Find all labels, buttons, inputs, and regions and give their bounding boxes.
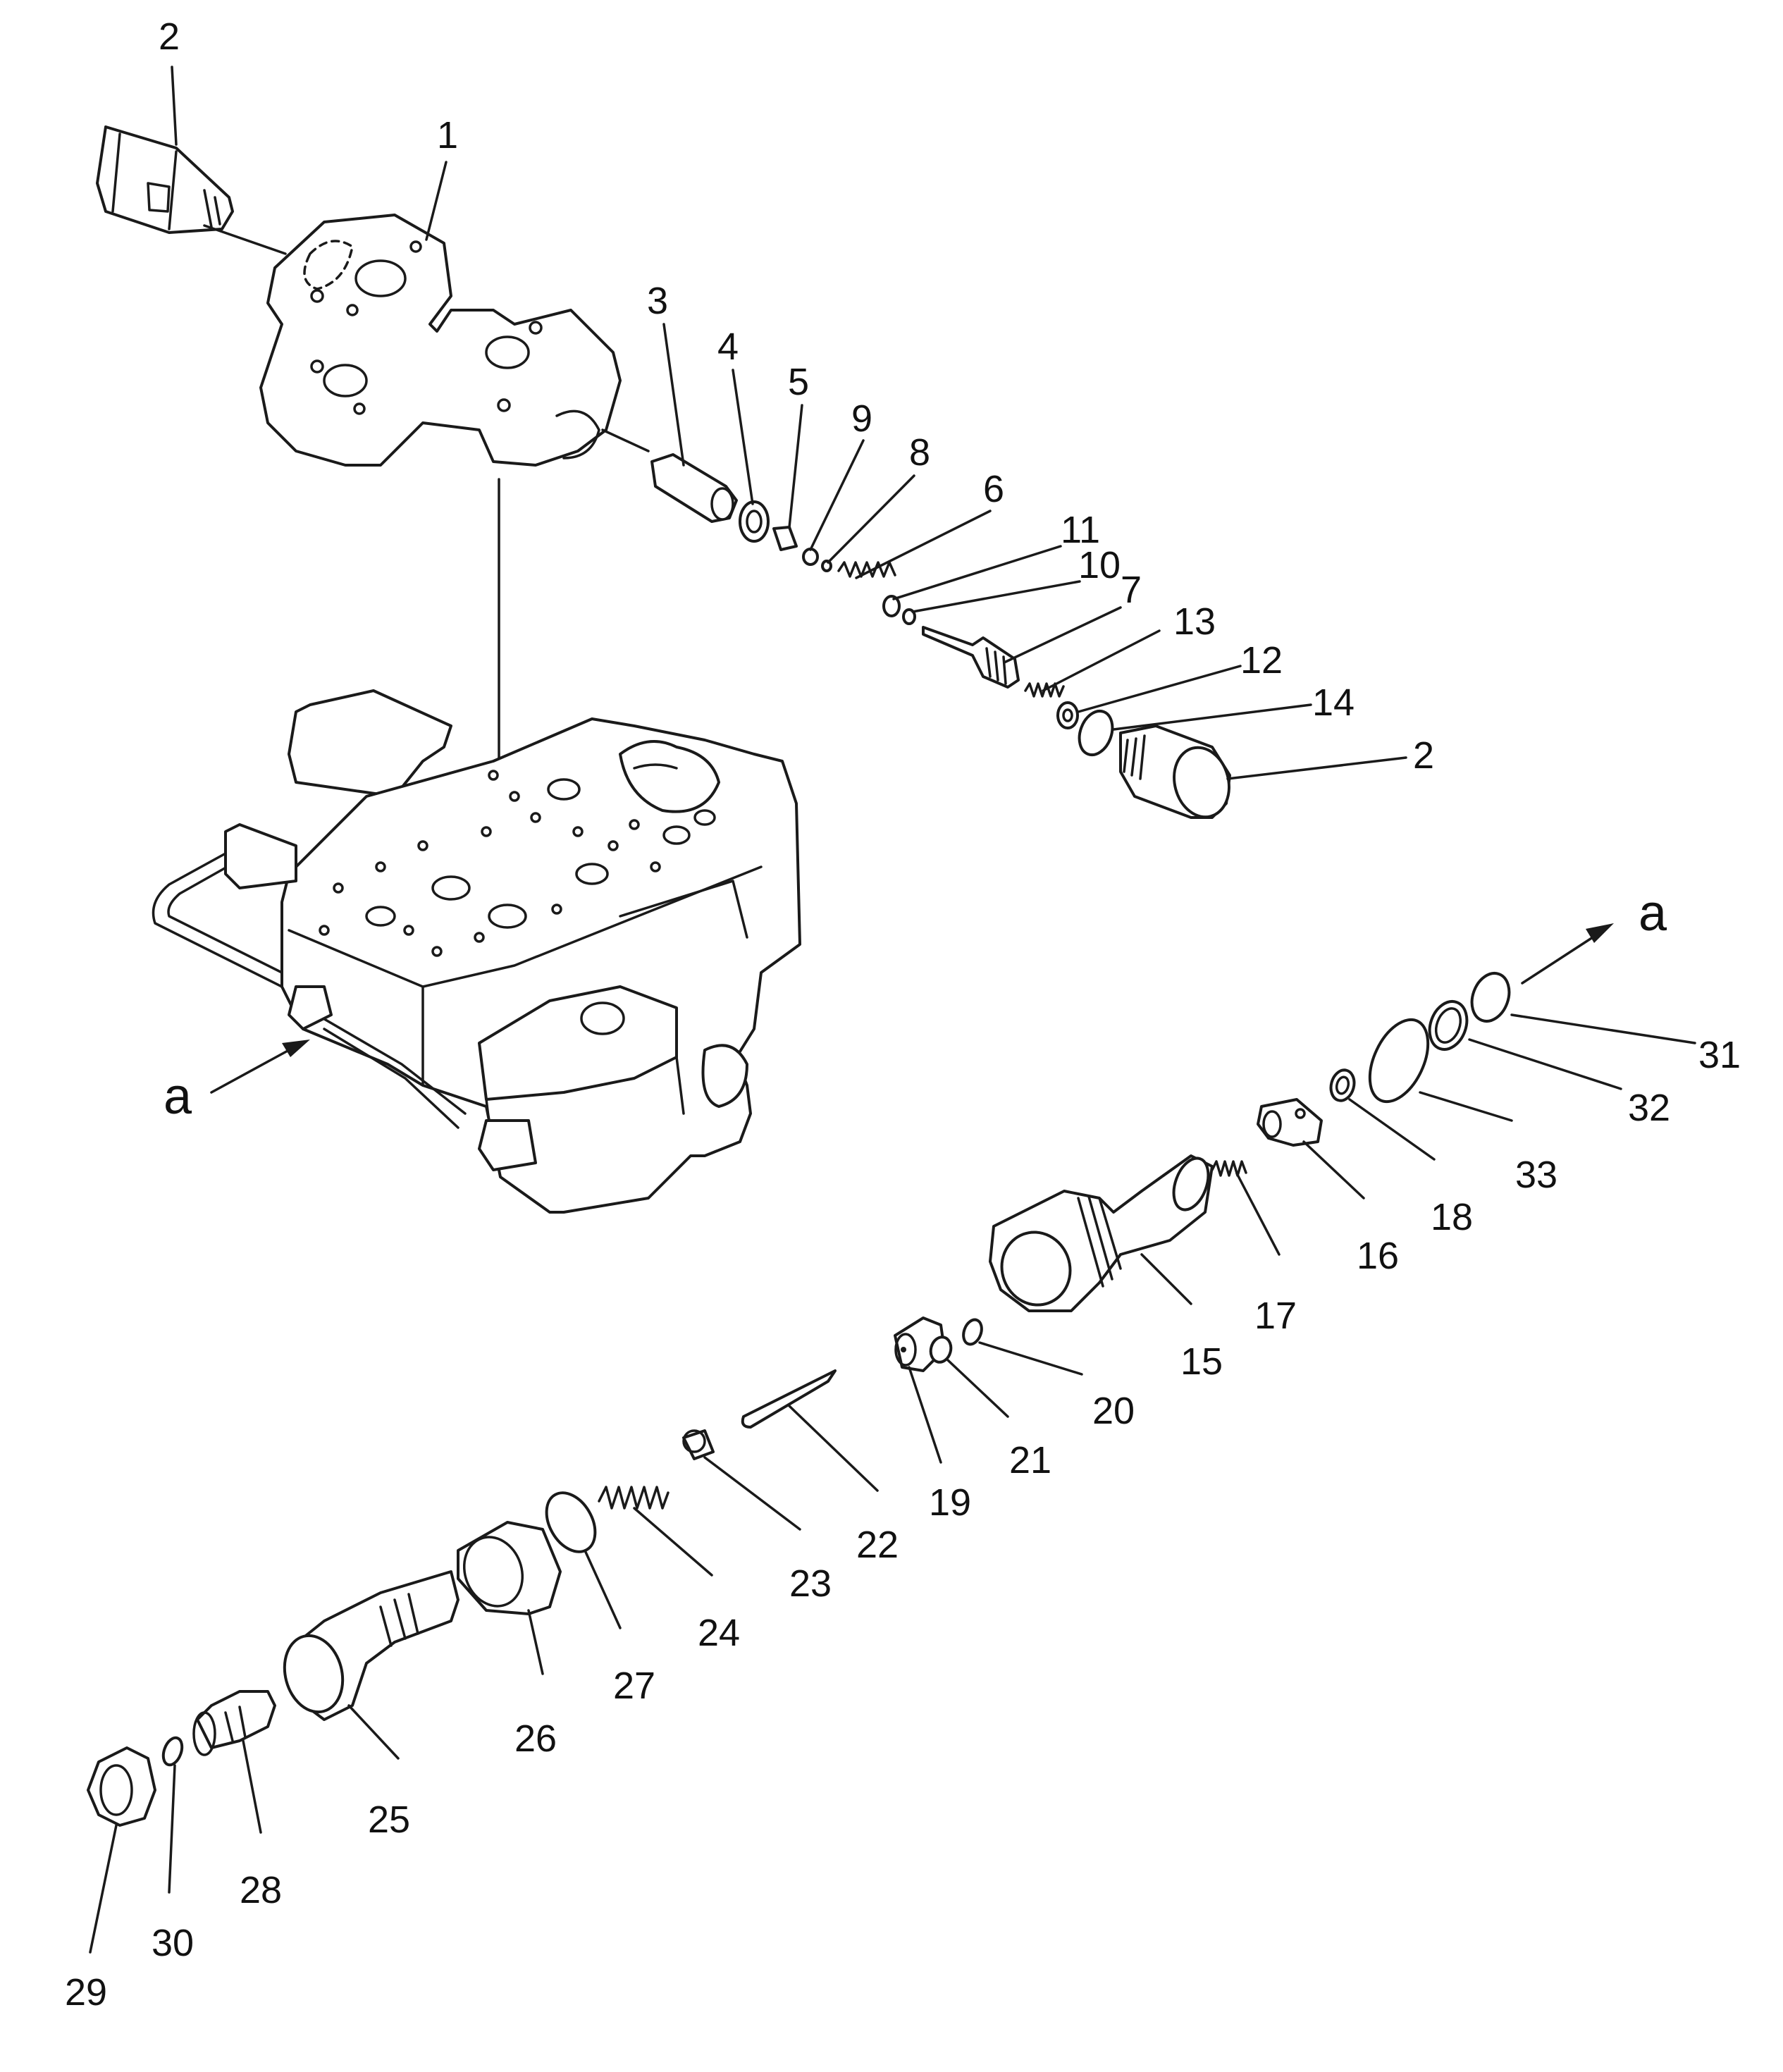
callout-19: 19 (929, 1481, 971, 1524)
callout-2-top: 2 (159, 16, 180, 58)
part-11-washer (882, 595, 901, 617)
part-21-washer (929, 1336, 953, 1364)
callout-26: 26 (514, 1718, 557, 1760)
callout-20: 20 (1092, 1390, 1135, 1432)
part-27-oring (545, 1491, 597, 1553)
part-22-pin (741, 1369, 837, 1429)
callout-7: 7 (1121, 569, 1142, 611)
callout-12: 12 (1240, 639, 1283, 682)
part-3-spool (650, 453, 738, 523)
part-5-bushing (772, 526, 798, 551)
callout-24: 24 (698, 1612, 740, 1654)
callout-13: 13 (1173, 600, 1216, 643)
callout-32: 32 (1628, 1087, 1670, 1129)
callout-3: 3 (647, 280, 668, 322)
part-24-spring (598, 1486, 670, 1510)
callout-30: 30 (152, 1922, 194, 1964)
callout-9: 9 (851, 397, 872, 440)
part-12-washer (1056, 701, 1079, 729)
part-29-cap-nut (87, 1746, 156, 1827)
part-16-poppet (1257, 1098, 1323, 1147)
callout-29: 29 (65, 1971, 107, 2014)
callout-28: 28 (240, 1869, 282, 1911)
part-4-washer (739, 500, 770, 543)
part-2-plug-right (1119, 724, 1231, 819)
callout-14: 14 (1312, 682, 1355, 724)
callout-33: 33 (1515, 1154, 1557, 1196)
part-25-adjuster-body (283, 1570, 459, 1721)
part-20-oring (962, 1318, 983, 1346)
callout-17: 17 (1254, 1295, 1297, 1337)
callout-11: 11 (1061, 509, 1100, 551)
part-2-plug-top (96, 125, 287, 255)
part-10-ring (902, 608, 916, 625)
callout-8: 8 (909, 431, 930, 474)
callout-1: 1 (437, 114, 458, 156)
callout-31: 31 (1698, 1034, 1741, 1076)
callout-10: 10 (1078, 544, 1121, 586)
callout-5: 5 (788, 361, 809, 403)
part-9-ball (802, 548, 819, 566)
main-valve-body (152, 689, 801, 1214)
callout-25: 25 (368, 1799, 410, 1841)
part-15-relief-valve-body (989, 1154, 1214, 1312)
part-26-nut (457, 1521, 562, 1615)
callout-16: 16 (1357, 1235, 1399, 1277)
part-17-spring (1211, 1160, 1247, 1177)
callout-15: 15 (1180, 1340, 1223, 1383)
callout-21: 21 (1009, 1439, 1051, 1481)
part-28-screw (192, 1690, 276, 1756)
part-6-spring (837, 561, 896, 578)
ref-arrow-a-left: a (164, 1040, 310, 1125)
part-8-pin (821, 560, 832, 572)
ref-label-a-left: a (164, 1068, 192, 1125)
part-14-oring (1078, 710, 1114, 756)
callouts: 2 1 3 4 5 9 8 6 11 10 7 13 12 14 2 31 32… (65, 16, 1741, 2014)
leader-lines (89, 66, 1696, 1954)
part-23-bushing (682, 1429, 715, 1460)
callout-2-right: 2 (1413, 734, 1434, 777)
part-1-valve-cover (259, 214, 650, 925)
callout-4: 4 (717, 326, 739, 368)
callout-27: 27 (613, 1665, 655, 1707)
callout-22: 22 (856, 1524, 899, 1566)
part-18-washer (1329, 1068, 1356, 1102)
callout-18: 18 (1431, 1196, 1473, 1238)
ref-label-a-right: a (1639, 885, 1667, 942)
part-32-ring (1428, 1000, 1469, 1051)
part-30-oring (161, 1736, 184, 1767)
part-31-ring (1470, 972, 1511, 1023)
callout-23: 23 (789, 1562, 832, 1605)
callout-6: 6 (983, 468, 1004, 510)
part-7-plunger (922, 626, 1020, 689)
part-33-oring (1368, 1018, 1430, 1104)
ref-arrow-a-right: a (1521, 885, 1667, 985)
